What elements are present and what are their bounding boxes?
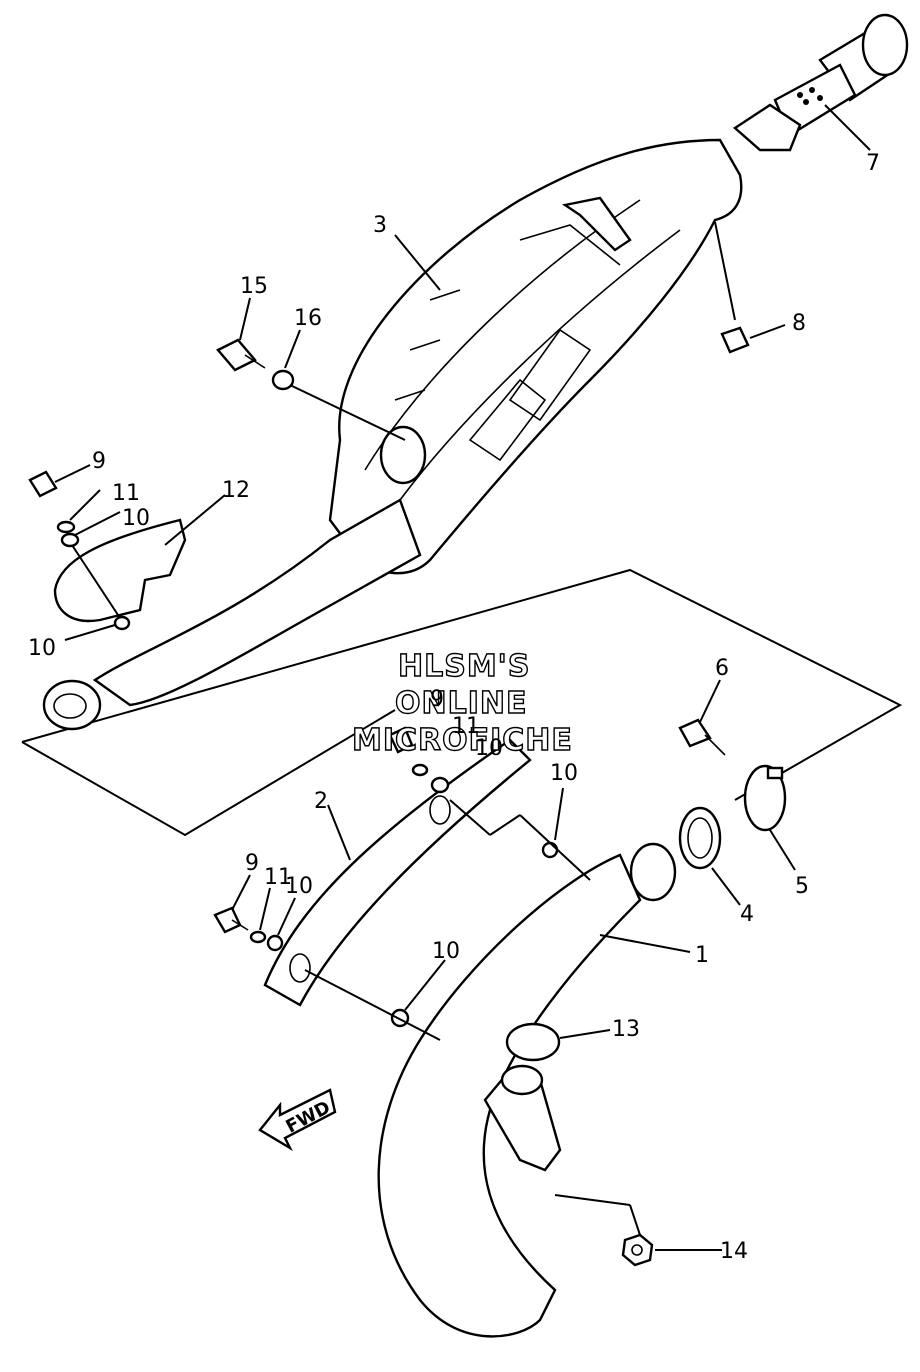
callout-10-f: 10 <box>432 939 460 964</box>
callout-10-e: 10 <box>285 874 313 899</box>
nut-part-14 <box>621 1233 654 1267</box>
bolt-part-8 <box>720 326 750 354</box>
bolt-part-15 <box>216 338 266 372</box>
callout-9-upper: 9 <box>92 449 106 474</box>
callout-11-upper: 11 <box>112 481 140 506</box>
washer-part-10-e <box>266 934 284 952</box>
callout-10-a: 10 <box>122 506 150 531</box>
watermark-line-3: MICROFICHE <box>352 723 573 758</box>
callout-12: 12 <box>222 478 250 503</box>
callout-15: 15 <box>240 274 268 299</box>
assembly-boundary-line <box>21 568 903 801</box>
washer-part-10-f <box>390 1008 410 1028</box>
callout-13: 13 <box>612 1017 640 1042</box>
callout-6: 6 <box>715 656 729 681</box>
muffler-inlet-pipe <box>42 498 422 731</box>
watermark-line-2: ONLINE <box>395 686 528 721</box>
callout-8: 8 <box>792 311 806 336</box>
gasket-part-13 <box>505 1022 561 1062</box>
callout-10-d: 10 <box>550 761 578 786</box>
callout-labels: 1 2 3 4 5 6 7 8 9 9 9 10 10 10 10 10 10 … <box>28 151 880 1264</box>
callout-10-c: 10 <box>475 736 503 761</box>
callout-3: 3 <box>373 213 387 238</box>
leader-lines <box>54 104 871 1251</box>
washer-part-10-b <box>113 615 131 631</box>
callout-5: 5 <box>795 874 809 899</box>
watermark-line-1: HLSM'S <box>398 649 530 684</box>
callout-10-b: 10 <box>28 636 56 661</box>
callout-7: 7 <box>866 151 880 176</box>
callout-14: 14 <box>720 1239 748 1264</box>
watermark: HLSM'S ONLINE MICROFICHE <box>351 648 573 758</box>
lockwasher-part-11-middle <box>411 763 429 777</box>
spark-arrester-part-7 <box>733 13 909 152</box>
lockwasher-part-11-lower <box>249 930 267 944</box>
callout-9-lower: 9 <box>245 851 259 876</box>
callout-11-lower: 11 <box>264 865 292 890</box>
callout-4: 4 <box>740 902 754 927</box>
bolt-part-9-upper <box>28 470 58 498</box>
forward-direction-arrow: FWD <box>258 1088 337 1152</box>
washer-part-10-d <box>541 841 559 859</box>
callout-16: 16 <box>294 306 322 331</box>
callout-2: 2 <box>314 789 328 814</box>
bolt-part-9-lower <box>213 906 249 934</box>
assembly-boundary-line-left <box>21 709 396 837</box>
lockwasher-part-11-upper <box>56 520 76 534</box>
gasket-part-4 <box>678 806 722 870</box>
clamp-part-5 <box>743 764 787 832</box>
exhaust-pipe-part-1 <box>377 842 677 1338</box>
washer-part-16 <box>271 369 295 391</box>
callout-1: 1 <box>695 943 709 968</box>
washer-part-10-a <box>60 532 80 548</box>
callout-9-middle: 9 <box>430 687 444 712</box>
bolt-part-9-middle <box>388 726 414 754</box>
muffler-part-3 <box>328 138 743 575</box>
pipe-protector-part-2 <box>263 738 532 1007</box>
washer-part-10-c <box>430 776 450 794</box>
bolt-part-6 <box>678 718 726 756</box>
callout-11-middle: 11 <box>452 714 480 739</box>
